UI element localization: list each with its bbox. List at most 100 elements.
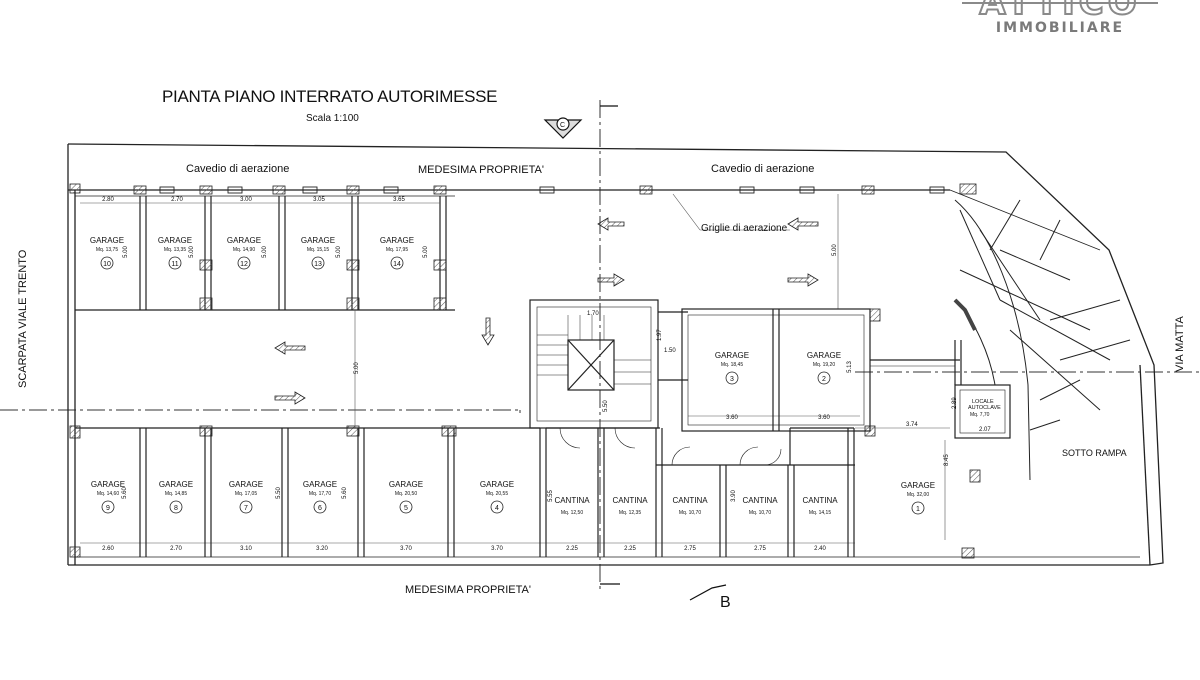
cantina-3-label: CANTINA <box>672 496 708 505</box>
garage-14-width: 3.65 <box>393 197 405 203</box>
garage-14-number: 14 <box>393 261 401 268</box>
section-c-label: C <box>560 122 565 129</box>
cantina-2-label: CANTINA <box>612 496 648 505</box>
garage-9-number: 9 <box>106 505 110 512</box>
dim-stair-b: 1.50 <box>664 348 676 354</box>
garage-4-number-circle <box>490 500 504 514</box>
garage-12-area: Mq. 14,90 <box>233 247 255 253</box>
garage-7-width: 3.10 <box>240 546 252 552</box>
scarpata-label: SCARPATA VIALE TRENTO <box>17 249 29 388</box>
bottom-garage-walls <box>75 427 547 557</box>
dim-stair-a: 1.97 <box>657 329 663 341</box>
garage-3-width: 3.60 <box>726 415 738 421</box>
cantina-1-width: 2.25 <box>566 546 578 552</box>
garage-4-area: Mq. 20,55 <box>486 491 508 497</box>
autoclave-label: AUTOCLAVE <box>968 405 1001 411</box>
cantine-walls <box>546 427 855 557</box>
cavedio-right-label: Cavedio di aerazione <box>711 163 814 175</box>
dim-stair-w: 1.70 <box>587 311 599 317</box>
dim-right-top: 5.00 <box>832 244 838 256</box>
garage-8-width: 2.70 <box>170 546 182 552</box>
garage-7-number-circle <box>239 500 253 514</box>
top-garage-walls <box>75 196 455 311</box>
medesima-bottom-label: MEDESIMA PROPRIETA' <box>405 584 531 596</box>
ramp <box>953 199 1131 481</box>
dim-lines <box>80 193 950 544</box>
garage-2-label: GARAGE <box>807 351 841 360</box>
cantina-5-area: Mq. 14,15 <box>809 510 831 516</box>
garage-4-label: GARAGE <box>480 480 514 489</box>
garage-5-number: 5 <box>404 505 408 512</box>
cantina-2-width: 2.25 <box>624 546 636 552</box>
cantina-5-label: CANTINA <box>802 496 838 505</box>
dim-corridor: 5.00 <box>354 362 360 374</box>
top-column-blocks <box>69 183 981 559</box>
brand-logo: ATTICO IMMOBILIARE <box>960 0 1160 36</box>
garage-12-depth: 5.00 <box>262 246 268 258</box>
garage-8-number-circle <box>169 500 183 514</box>
garage-8-number: 8 <box>174 505 178 512</box>
garage-14-area: Mq. 17,95 <box>386 247 408 253</box>
garage-14-number-circle <box>390 256 404 270</box>
garage-13-area: Mq. 15,15 <box>307 247 329 253</box>
garage-2-area: Mq. 19,20 <box>813 362 835 368</box>
garage-13-number: 13 <box>314 261 322 268</box>
griglie-label: Griglie di aerazione <box>701 223 788 234</box>
garage-10-number-circle <box>100 256 114 270</box>
garage-12-width: 3.00 <box>240 197 252 203</box>
garage-5-area: Mq. 20,50 <box>395 491 417 497</box>
cavedio-left-label: Cavedio di aerazione <box>186 163 289 175</box>
garage-4-width: 3.70 <box>491 546 503 552</box>
garage-9-number-circle <box>101 500 115 514</box>
garage-11-label: GARAGE <box>158 236 192 245</box>
cantina-4-area: Mq. 10,70 <box>749 510 771 516</box>
garage-3-label: GARAGE <box>715 351 749 360</box>
garage-2-number-circle <box>817 371 831 385</box>
garage-5-label: GARAGE <box>389 480 423 489</box>
garage-1-label: GARAGE <box>901 481 935 490</box>
garage-10-number: 10 <box>103 261 111 268</box>
cantina-1-depth: 5.55 <box>548 490 554 502</box>
autoclave-room-walls <box>954 340 1011 439</box>
garage-5-number-circle <box>399 500 413 514</box>
cantina-4-label: CANTINA <box>742 496 778 505</box>
autoclave-area: Mq. 7,70 <box>970 412 990 418</box>
garage-3-number-circle <box>725 371 739 385</box>
plan-title: PIANTA PIANO INTERRATO AUTORIMESSE <box>162 87 498 106</box>
section-b-label: B <box>720 594 731 611</box>
brand-rule <box>962 2 1158 4</box>
garage-10-depth: 5.00 <box>123 246 129 258</box>
garage-1-number-circle <box>911 501 925 515</box>
cantina-3-area: Mq. 10,70 <box>679 510 701 516</box>
plan-scale: Scala 1:100 <box>306 113 359 124</box>
cantina-3-width: 2.75 <box>684 546 696 552</box>
garage-6-number: 6 <box>318 505 322 512</box>
garage-6-depth: 5.50 <box>276 487 282 499</box>
garage-7-area: Mq. 17,05 <box>235 491 257 497</box>
brand-name: ATTICO <box>978 0 1141 23</box>
dim-auto-h: 2.89 <box>952 397 958 409</box>
dim-stair-c: 5.50 <box>603 400 609 412</box>
mid-garage-walls <box>681 308 960 432</box>
garage-6-width: 3.20 <box>316 546 328 552</box>
garage-11-number: 11 <box>171 261 178 268</box>
garage-2-number: 2 <box>822 376 826 383</box>
garage-9-depth: 5.60 <box>122 487 128 499</box>
garage-9-width: 2.60 <box>102 546 114 552</box>
garage-6-label: GARAGE <box>303 480 337 489</box>
cantina-1-label: CANTINA <box>554 496 590 505</box>
garage-7-number: 7 <box>244 505 248 512</box>
garage-9-label: GARAGE <box>91 480 125 489</box>
garage-2-depth: 5.13 <box>847 361 853 373</box>
cantina-1-area: Mq. 12,50 <box>561 510 583 516</box>
garage-9-area: Mq. 14,60 <box>97 491 119 497</box>
cantina-4-depth: 3.90 <box>731 490 737 502</box>
garage-8-area: Mq. 14,85 <box>165 491 187 497</box>
garage-10-area: Mq. 13,75 <box>96 247 118 253</box>
